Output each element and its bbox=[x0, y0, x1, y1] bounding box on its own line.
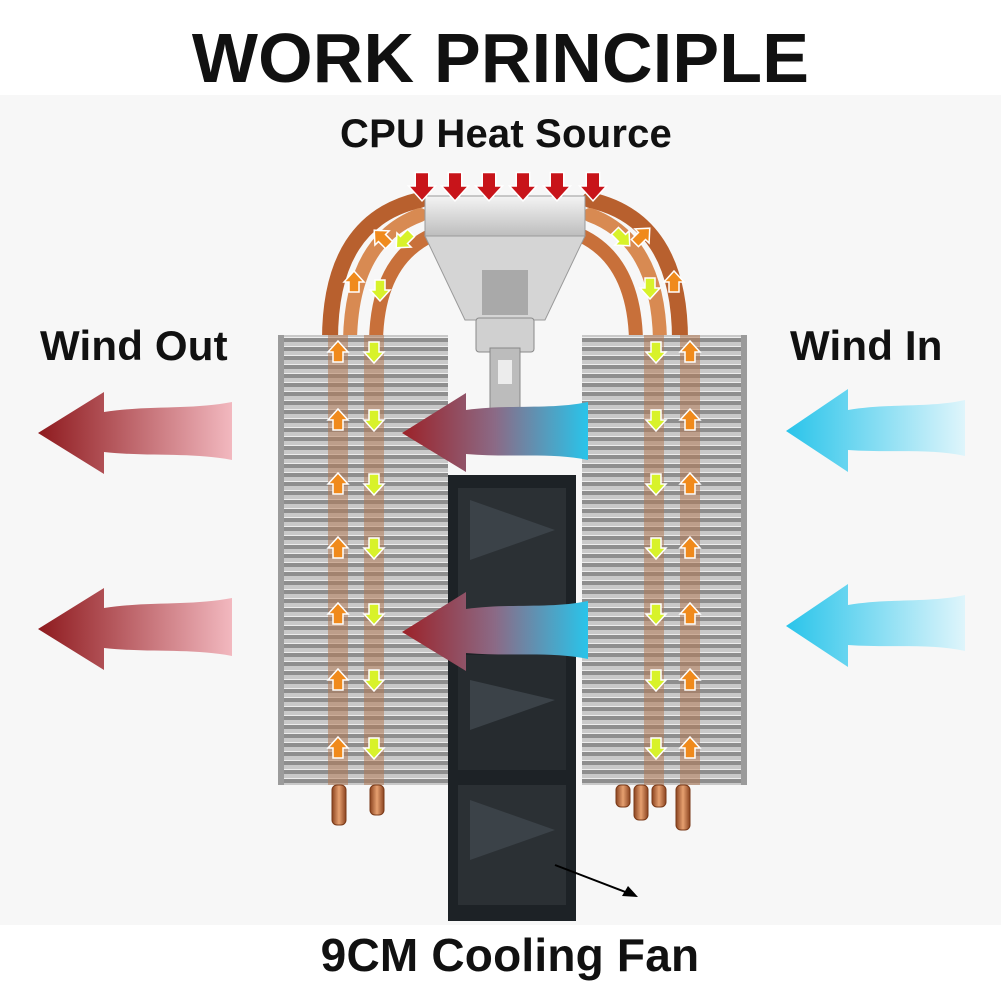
heat-down-arrow-icon bbox=[644, 603, 668, 627]
heat-up-arrow-icon bbox=[630, 227, 651, 248]
heat-down-arrow-icon bbox=[362, 409, 386, 433]
heat-down-arrow-icon bbox=[362, 737, 386, 761]
heat-up-arrow-icon bbox=[326, 601, 350, 625]
cooling-fan-label: 9CM Cooling Fan bbox=[320, 929, 700, 981]
heat-up-arrow-icon bbox=[326, 339, 350, 363]
heat-up-arrow-icon bbox=[326, 735, 350, 759]
fan-pointer-arrow bbox=[554, 864, 638, 897]
heat-up-arrow-icon bbox=[678, 735, 702, 759]
pipe-flow-arrows bbox=[326, 226, 702, 761]
heat-up-arrow-icon bbox=[678, 339, 702, 363]
heat-down-arrow-icon bbox=[644, 409, 668, 433]
heat-up-arrow-icon bbox=[678, 667, 702, 691]
heat-up-arrow-icon bbox=[373, 229, 394, 250]
heat-down-arrow-icon bbox=[368, 279, 392, 303]
heat-arrows bbox=[406, 171, 609, 202]
heat-down-arrow-icon bbox=[644, 473, 668, 497]
wind-in-arrow-bottom bbox=[786, 584, 965, 667]
heat-down-arrow-icon bbox=[610, 226, 631, 247]
heat-up-arrow-icon bbox=[326, 471, 350, 495]
heat-up-arrow-icon bbox=[342, 269, 366, 293]
heat-down-arrow-icon bbox=[362, 603, 386, 627]
heat-down-arrow-icon bbox=[638, 277, 662, 301]
heat-source-label: CPU Heat Source bbox=[340, 112, 672, 156]
fin-stack-left bbox=[278, 335, 448, 785]
heat-down-arrow-icon bbox=[644, 341, 668, 365]
wind-out-label: Wind Out bbox=[40, 322, 228, 369]
heat-up-arrow-icon bbox=[662, 269, 686, 293]
heat-arrow-icon bbox=[577, 171, 609, 202]
heat-arrow-icon bbox=[541, 171, 573, 202]
airflow-arrow-top bbox=[402, 393, 588, 472]
heat-up-arrow-icon bbox=[678, 601, 702, 625]
wind-out-arrow-bottom bbox=[38, 588, 232, 670]
heat-up-arrow-icon bbox=[326, 407, 350, 431]
heat-down-arrow-icon bbox=[362, 669, 386, 693]
fin-stack-right bbox=[582, 335, 747, 785]
heat-arrow-icon bbox=[507, 171, 539, 202]
heat-down-arrow-icon bbox=[362, 341, 386, 365]
heat-arrow-icon bbox=[406, 171, 438, 202]
heat-up-arrow-icon bbox=[678, 471, 702, 495]
heat-down-arrow-icon bbox=[644, 537, 668, 561]
heat-arrow-icon bbox=[439, 171, 471, 202]
heat-up-arrow-icon bbox=[326, 535, 350, 559]
page-title: WORK PRINCIPLE bbox=[191, 19, 810, 97]
heat-up-arrow-icon bbox=[678, 407, 702, 431]
heat-down-arrow-icon bbox=[395, 228, 416, 249]
wind-in-arrow-top bbox=[786, 389, 965, 472]
cooling-fan bbox=[448, 475, 576, 921]
heat-down-arrow-icon bbox=[644, 669, 668, 693]
heat-down-arrow-icon bbox=[644, 737, 668, 761]
wind-in-label: Wind In bbox=[790, 322, 943, 369]
wind-out-arrow-top bbox=[38, 392, 232, 474]
airflow-arrow-bottom bbox=[402, 592, 588, 671]
heat-down-arrow-icon bbox=[362, 537, 386, 561]
pipe-ends bbox=[331, 784, 691, 831]
heat-up-arrow-icon bbox=[678, 535, 702, 559]
heat-down-arrow-icon bbox=[362, 473, 386, 497]
base-bracket bbox=[424, 195, 586, 411]
heat-up-arrow-icon bbox=[326, 667, 350, 691]
heat-pipes bbox=[322, 192, 688, 348]
heat-arrow-icon bbox=[473, 171, 505, 202]
